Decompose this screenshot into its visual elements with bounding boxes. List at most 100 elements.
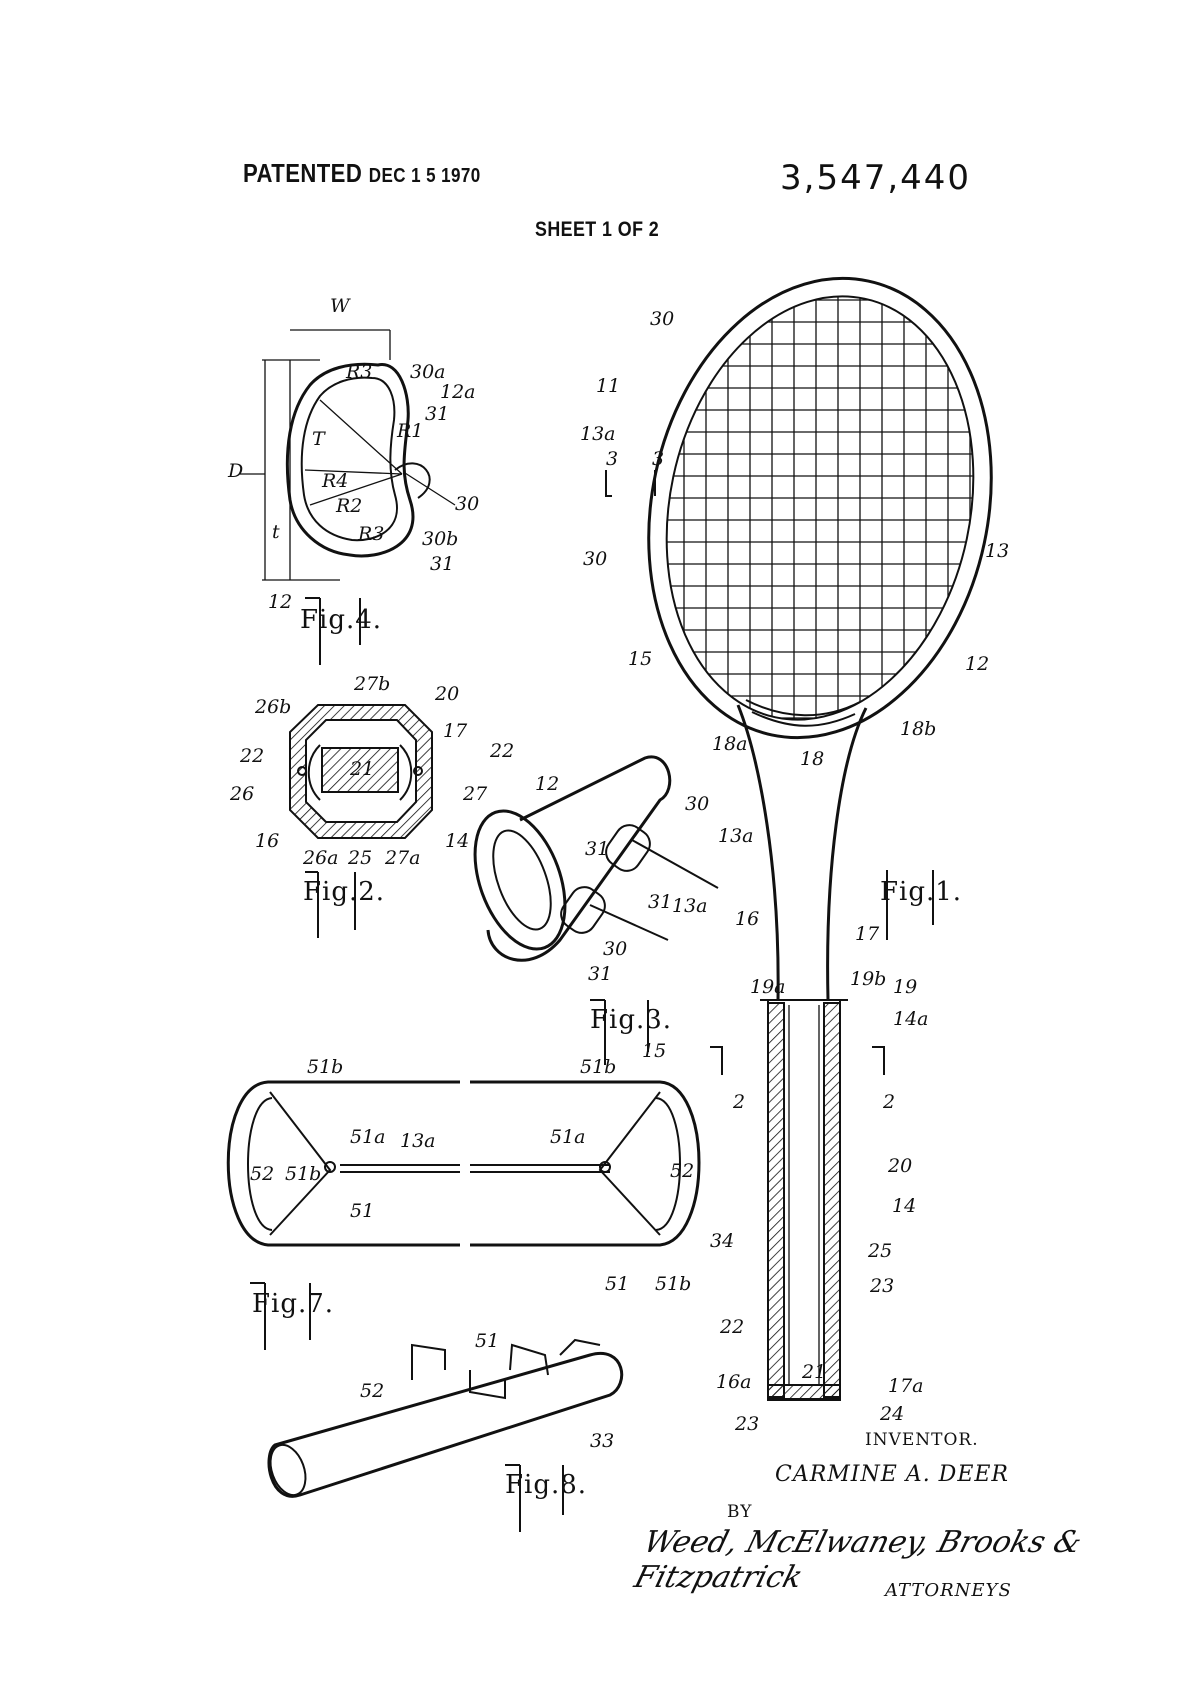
fig4-cross-section [240,329,456,665]
fig4-ref-label: R3 [345,361,372,383]
fig2-ref-label: 20 [434,683,459,705]
fig1-ref-label: 21 [801,1361,826,1383]
fig1-ref-label: 13 [985,540,1009,562]
fig7-ref-label: 51a [350,1126,386,1148]
fig1-ref-label: 16a [716,1371,752,1393]
throat-left [736,704,780,1001]
fig2-ref-label: 26a [302,847,339,869]
fig8-title: Fig.8. [505,1470,587,1500]
fig4-ref-label: R4 [321,470,348,492]
handle-cap [767,1384,841,1400]
fig1-ref-label: 11 [596,375,620,397]
fig1-ref-label: 17 [855,923,880,945]
fig7-ref-label: 34 [710,1230,734,1252]
handle-wall-left [767,1002,785,1398]
fig7-ref-label: 13a [400,1130,436,1152]
core-21 [321,747,399,793]
frame-section-outer [285,362,415,558]
fig3-ref-label: 31 [648,891,672,913]
fig3-ref-label: 13a [672,895,708,917]
fig1-ref-label: 2 [732,1091,745,1113]
fig2-ref-label: 22 [489,740,514,762]
fig3-ref-label: 13a [718,825,754,847]
fig1-ref-label: 20 [887,1155,912,1177]
fig1-ref-label: 23 [869,1275,894,1297]
by-label: BY [727,1502,753,1522]
fig1-ref-label: 18 [800,748,824,770]
fig7-ref-label: 51 [350,1200,374,1222]
fig7-ref-label: 51b [307,1056,343,1078]
fig7-ref-label: 51b [580,1056,616,1078]
fig2-ref-label: 17 [443,720,468,742]
fig3-frame-piece [473,755,719,1065]
octagon-grip [289,704,433,839]
fig1-ref-label: 2 [882,1091,895,1113]
frame-section-inner [300,376,398,542]
fig1-ref-label: 14a [893,1008,929,1030]
fig4-ref-label: D [227,460,243,482]
fig8-ref-label: 51 [475,1330,499,1352]
channel-left [226,1080,460,1247]
fig4-ref-label: 30a [410,361,446,383]
section-bulge [394,462,431,499]
throat-right [826,707,868,1001]
fig4-ref-label: 30b [422,528,458,550]
fig3-ref-label: 31 [588,963,612,985]
fig7-title: Fig.7. [252,1289,334,1319]
fig3-ref-label: 30 [685,793,709,815]
fig4-ref-label: 31 [430,553,454,575]
fig1-ref-label: 30 [650,308,674,330]
throat-bridge [745,699,861,717]
fig2-ref-label: 21 [349,758,374,780]
fig1-ref-label: 14 [892,1195,916,1217]
patented-header: PATENTED DEC 1 5 1970 [243,158,481,189]
fig1-ref-label: 12 [965,653,989,675]
fig7-ref-label: 15 [642,1040,666,1062]
fig7-ref-label: 52 [670,1160,694,1182]
inventor-name: CARMINE A. DEER [775,1462,1010,1487]
fig1-ref-label: 19a [750,976,786,998]
fig1-ref-label: 3 [652,448,664,470]
fig1-ref-label: 19 [893,976,917,998]
patented-label: PATENTED [243,158,363,188]
fig4-ref-label: R2 [335,495,362,517]
fig1-racket [605,267,1012,1401]
strip-body [267,1351,624,1498]
fig1-ref-label: 18b [900,718,936,740]
frame-piece-end [473,809,567,951]
fig3-title: Fig.3. [590,1005,672,1035]
fig4-ref-label: 30 [455,493,479,515]
fig2-title: Fig.2. [303,877,385,907]
fig1-ref-label: 19b [850,968,886,990]
fig2-ref-label: 27b [353,673,390,695]
fig4-title: Fig.4. [300,605,382,635]
frame-piece-body [486,755,672,962]
fig2-ref-label: 26b [254,696,291,718]
inventor-label: INVENTOR. [865,1430,979,1450]
eyelet-30-lower [560,886,606,934]
fig1-ref-label: 17a [888,1375,924,1397]
fig7-ref-label: 51b [285,1163,321,1185]
fig2-handle-section [289,704,433,938]
fig1-ref-label: 30 [583,548,607,570]
fig1-ref-label: 22 [719,1316,744,1338]
fig2-ref-label: 25 [347,847,372,869]
fig2-ref-label: 14 [445,830,469,852]
fig2-ref-label: 26 [229,783,254,805]
patent-number: 3,547,440 [780,158,972,198]
racket-strings [628,267,1012,749]
fig4-ref-label: R1 [396,420,423,442]
racket-frame-inner [665,295,975,721]
fig4-ref-label: R3 [357,523,384,545]
fig1-ref-label: 24 [879,1403,904,1425]
sheet-number: SHEET 1 OF 2 [535,218,660,241]
fig1-ref-label: 25 [867,1240,892,1262]
handle-wall-right [823,1002,841,1398]
fig4-ref-label: W [330,295,351,317]
fig8-ref-label: 33 [590,1430,614,1452]
fig3-ref-label: 30 [603,938,627,960]
fig8-clip-strip [267,1338,624,1532]
fig1-ref-label: 16 [735,908,759,930]
